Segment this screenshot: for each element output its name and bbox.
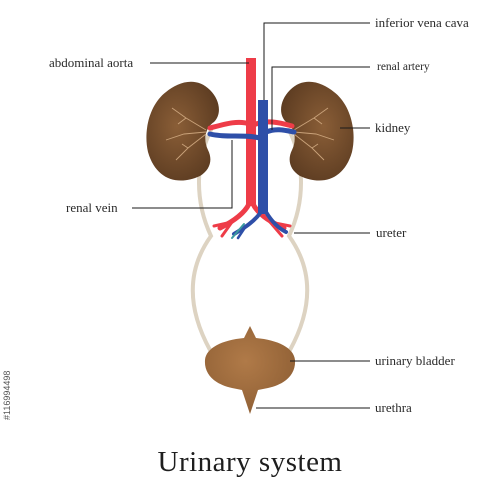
right-renal-vein	[263, 127, 297, 135]
diagram-title: Urinary system	[157, 446, 343, 478]
inferior-vena-cava	[258, 100, 268, 214]
left-renal-artery	[207, 119, 253, 131]
label-inferior-vena-cava: inferior vena cava	[375, 15, 469, 30]
stock-image-id: #116994498	[2, 370, 12, 420]
leader-lines	[132, 22, 370, 409]
left-kidney-veins	[165, 107, 207, 161]
iliac-accent	[231, 223, 245, 239]
left-kidney	[146, 81, 219, 181]
label-kidney: kidney	[375, 120, 411, 135]
iliac-arteries	[212, 201, 292, 238]
left-renal-vein	[207, 131, 263, 141]
abdominal-aorta	[246, 58, 256, 206]
label-renal-vein: renal vein	[66, 200, 118, 215]
label-abdominal-aorta: abdominal aorta	[49, 55, 134, 70]
label-renal-artery: renal artery	[377, 61, 430, 73]
right-kidney-veins	[293, 107, 335, 161]
urinary-bladder	[204, 326, 296, 414]
label-urethra: urethra	[375, 400, 412, 415]
right-kidney	[281, 81, 354, 181]
label-urinary-bladder: urinary bladder	[375, 353, 455, 368]
label-ureter: ureter	[376, 225, 407, 240]
